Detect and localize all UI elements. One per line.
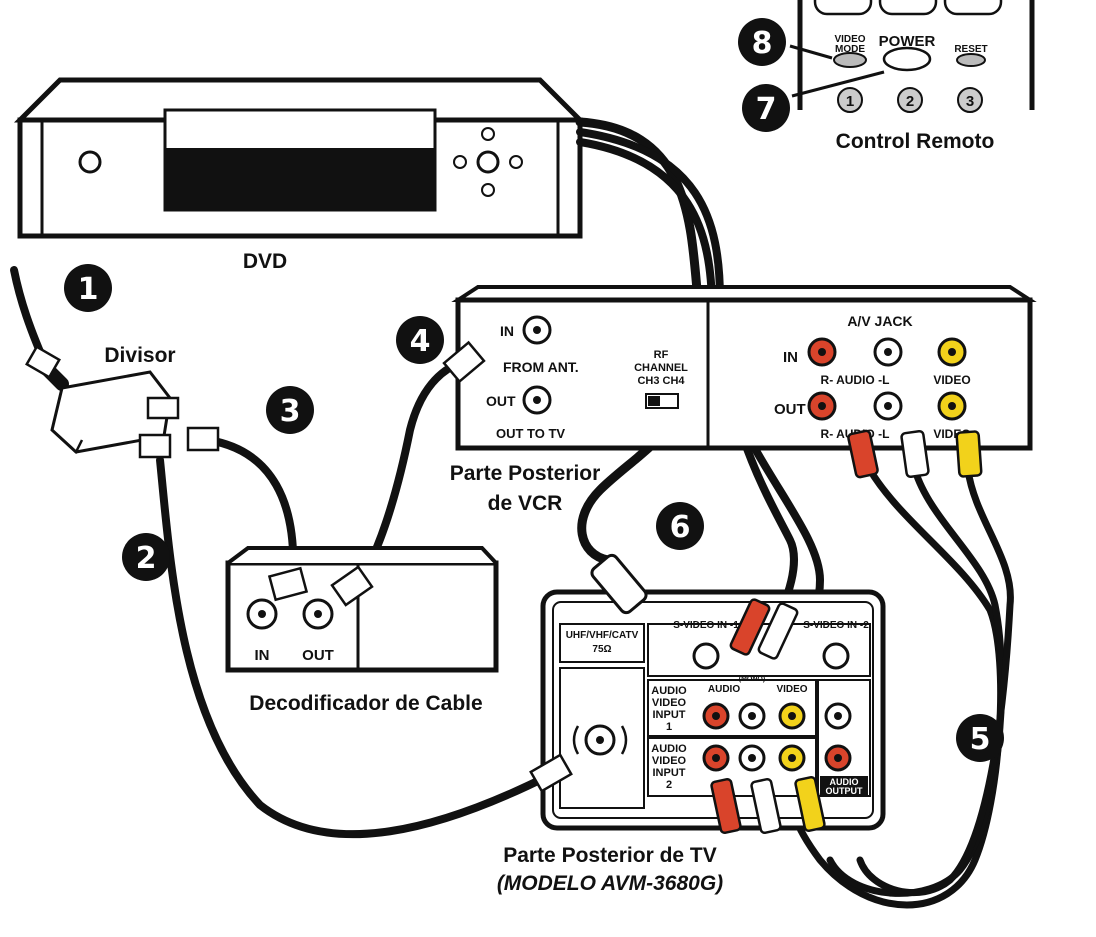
step-number-1: 1 [78, 272, 99, 307]
av-in-label: IN [783, 349, 798, 366]
remote-button-2-label: 2 [906, 93, 914, 110]
tv-back-label: Parte Posterior de TV [503, 844, 717, 867]
step-badge-7 [742, 84, 790, 132]
splitter-label: Divisor [104, 344, 175, 367]
step-badges: 1 2 3 4 5 6 7 8 [64, 18, 1004, 762]
tv-audio-output-jacks [824, 702, 852, 772]
tv-av-input-2-jacks [702, 744, 806, 772]
tv-audio-label: AUDIO [708, 684, 740, 695]
tv-video-label: VIDEO [776, 684, 807, 695]
svideo-in-1-label: S-VIDEO IN -1 [673, 620, 739, 631]
tv-av-input-1-jacks [702, 702, 806, 730]
step-number-2: 2 [136, 541, 157, 576]
step-badge-8 [738, 18, 786, 66]
step-badge-2 [122, 533, 170, 581]
step-number-5: 5 [970, 722, 991, 757]
av-jack-label: A/V JACK [847, 313, 912, 329]
rf-label-3: CH3 CH4 [637, 375, 685, 387]
step-number-6: 6 [670, 510, 691, 545]
vcr-back-panel: IN FROM ANT. OUT OUT TO TV RF CHANNEL CH… [442, 285, 1037, 515]
vcr-out-to-tv-label: OUT TO TV [496, 426, 565, 441]
vcr-back-label-1: Parte Posterior [450, 462, 601, 485]
svideo-in-2-label: S-VIDEO IN -2 [803, 620, 869, 631]
dvd-player: DVD [13, 77, 587, 273]
av-input-1-line-4: 1 [666, 721, 672, 733]
splitter: Divisor [25, 344, 220, 459]
remote-control: VIDEO MODE POWER RESET 1 2 3 Control Rem… [789, 0, 1035, 153]
step-number-3: 3 [280, 394, 301, 429]
tv-audio-output-label-2: OUTPUT [826, 786, 864, 796]
vcr-back-label-2: de VCR [488, 492, 563, 515]
av-input-2-line-2: VIDEO [652, 755, 687, 767]
vcr-av-in-jacks [807, 337, 967, 367]
step-number-8: 8 [752, 26, 773, 61]
cable-box-out-label: OUT [302, 647, 334, 664]
av-input-2-line-3: INPUT [653, 767, 686, 779]
av-input-1-line-2: VIDEO [652, 697, 687, 709]
uhf-label-2: 75Ω [592, 644, 611, 655]
dvd-label: DVD [243, 250, 287, 273]
cable-box: IN OUT Decodificador de Cable [225, 546, 499, 715]
tv-mono-label: (MONO) [739, 676, 765, 683]
tv-model-label: (MODELO AVM-3680G) [497, 872, 723, 895]
av-input-1-line-1: AUDIO [651, 685, 687, 697]
remote-label: Control Remoto [836, 130, 995, 153]
remote-video-mode-label: VIDEO [834, 34, 865, 45]
step-badge-3 [266, 386, 314, 434]
video-label-1: VIDEO [933, 373, 970, 387]
step-number-4: 4 [410, 324, 431, 359]
tv-audio-output-label-1: AUDIO [830, 777, 859, 787]
r-audio-l-label-1: R- AUDIO -L [821, 373, 890, 387]
remote-button-3-label: 3 [966, 93, 974, 110]
rf-label-1: RF [654, 349, 669, 361]
tv-back-panel: UHF/VHF/CATV 75Ω S-VIDEO IN -1 S-VIDEO I… [497, 553, 886, 895]
av-input-2-line-1: AUDIO [651, 743, 687, 755]
av-out-label: OUT [774, 401, 806, 418]
rf-label-2: CHANNEL [634, 362, 688, 374]
remote-video-mode-label-2: MODE [835, 44, 865, 55]
vcr-in-label: IN [500, 323, 514, 339]
vcr-av-out-jacks [807, 391, 967, 421]
av-input-1-line-3: INPUT [653, 709, 686, 721]
video-mode-button [833, 52, 867, 68]
uhf-label-1: UHF/VHF/CATV [566, 630, 639, 641]
av-input-2-line-4: 2 [666, 779, 672, 791]
power-button [882, 46, 932, 72]
step-badge-4 [396, 316, 444, 364]
vcr-out-label: OUT [486, 393, 516, 409]
step-badge-5 [956, 714, 1004, 762]
step-badge-6 [656, 502, 704, 550]
cable-box-in-label: IN [255, 647, 270, 664]
reset-button [956, 53, 986, 67]
step-number-7: 7 [756, 92, 777, 127]
remote-button-1-label: 1 [846, 93, 854, 110]
remote-power-label: POWER [879, 33, 936, 50]
vcr-from-ant-label: FROM ANT. [503, 359, 579, 375]
step-badge-1 [64, 264, 112, 312]
remote-reset-label: RESET [954, 44, 987, 55]
cable-box-label: Decodificador de Cable [249, 692, 482, 715]
